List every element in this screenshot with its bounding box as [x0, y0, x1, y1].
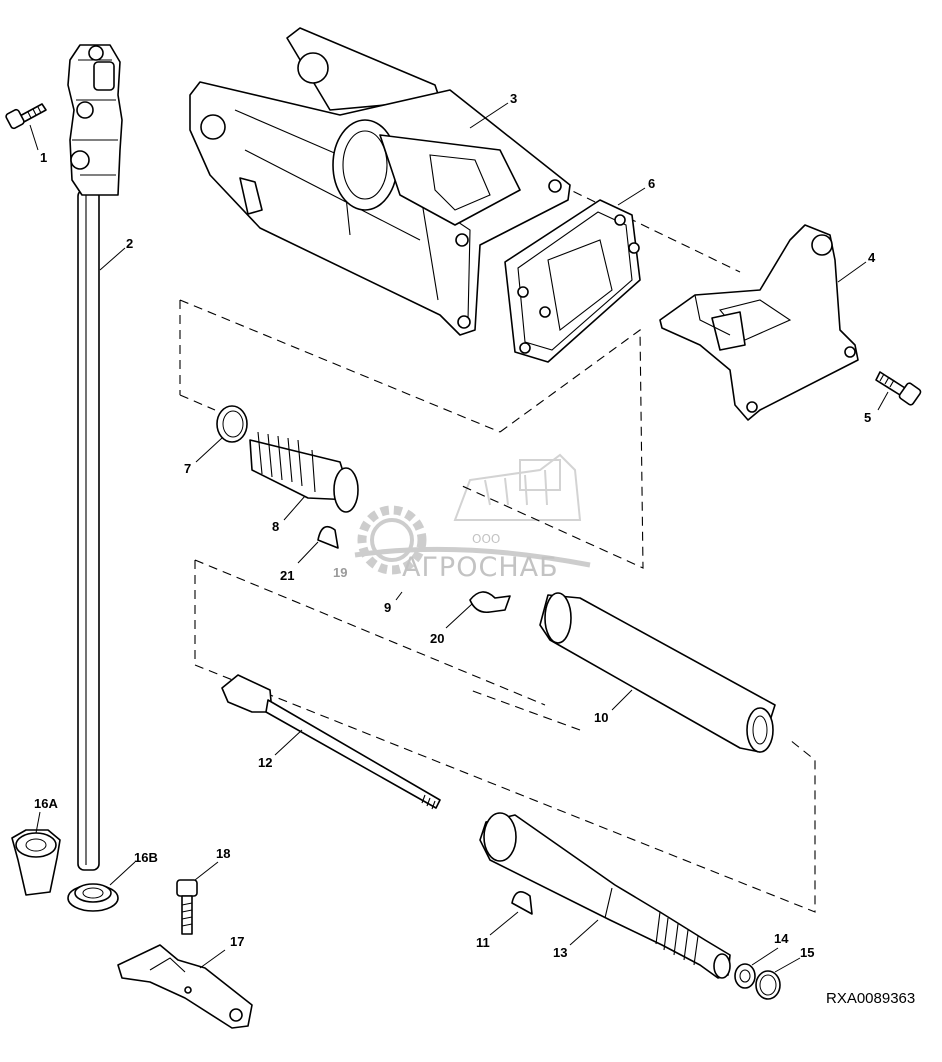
callout-11: 11: [476, 935, 490, 950]
dashed-assembly-box-upper: [179, 299, 644, 569]
watermark-company: АГРОСНАБ: [402, 552, 559, 583]
callout-10: 10: [594, 710, 608, 725]
part-15-snap-ring: [755, 970, 781, 1000]
callout-12: 12: [258, 755, 272, 770]
part-4-bracket: [659, 224, 859, 421]
callout-19: 19: [333, 565, 347, 580]
callout-17: 17: [230, 934, 244, 949]
part-16b-collar: [67, 883, 119, 912]
callout-8: 8: [272, 519, 279, 534]
part-2-steering-shaft: [77, 189, 100, 871]
part-5-bolt: [875, 371, 922, 406]
part-14-washer: [734, 963, 756, 989]
part-17-fork-plate: [117, 944, 253, 1029]
part-8-splined-shaft: [249, 431, 359, 513]
gear-icon: [357, 505, 427, 575]
part-6-cover-plate: [504, 199, 641, 363]
callout-20: 20: [430, 631, 444, 646]
callout-13: 13: [553, 945, 567, 960]
dashed-assembly-line-4: [559, 184, 741, 273]
part-10-tube: [539, 592, 776, 753]
universal-joint: [67, 44, 123, 196]
callout-14: 14: [774, 931, 789, 946]
tractor-icon: [453, 453, 582, 521]
callout-7: 7: [184, 461, 191, 476]
callout-2: 2: [126, 236, 133, 251]
callout-labels: 1 2 3 4 5 6 7 8 9 10 11 12 13 14 15 16A …: [34, 91, 876, 960]
part-3-support-frame: [189, 27, 571, 336]
part-1-bolt: [5, 103, 47, 130]
leader-lines: [29, 102, 889, 973]
callout-16b: 16B: [134, 850, 158, 865]
callout-6: 6: [648, 176, 655, 191]
part-20-clip: [469, 591, 511, 614]
dashed-assembly-box-lower: [194, 559, 816, 913]
callout-4: 4: [868, 250, 876, 265]
part-12-rod: [221, 674, 441, 810]
watermark-logo: ООО АГРОСНАБ: [354, 453, 591, 583]
callout-16a: 16A: [34, 796, 58, 811]
watermark-swoosh: [354, 546, 591, 568]
part-21-key: [317, 525, 339, 549]
part-13-output-shaft: [479, 812, 731, 979]
callout-9: 9: [384, 600, 391, 615]
part-16a-bushing: [11, 829, 61, 896]
callout-3: 3: [510, 91, 517, 106]
part-18-bolt: [176, 879, 198, 935]
callout-15: 15: [800, 945, 814, 960]
callout-1: 1: [40, 150, 47, 165]
part-11-key: [511, 891, 533, 915]
callout-5: 5: [864, 410, 871, 425]
figure-reference-code: RXA0089363: [826, 990, 915, 1007]
part-7-snap-ring: [216, 405, 248, 443]
watermark-prefix: ООО: [472, 532, 500, 546]
callout-21: 21: [280, 568, 294, 583]
callout-18: 18: [216, 846, 230, 861]
